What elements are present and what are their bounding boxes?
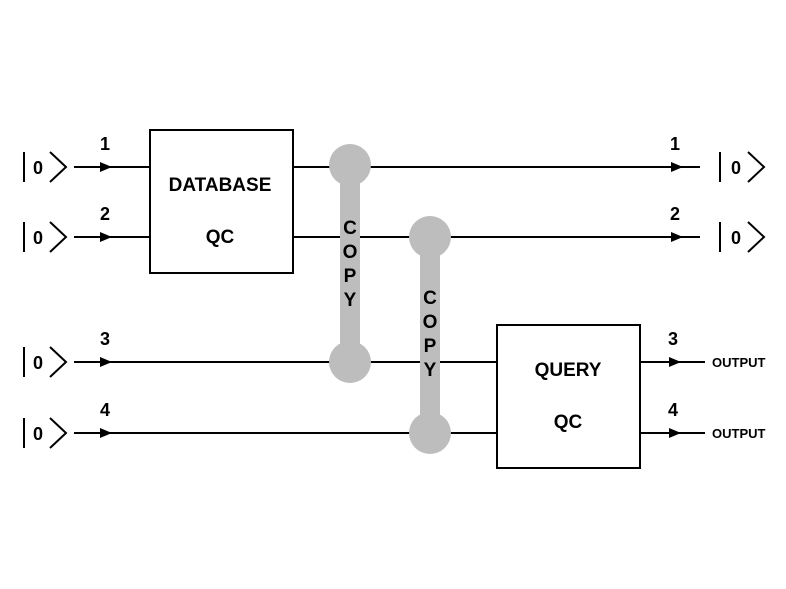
copy-letter: P [424, 336, 437, 357]
ket-zero-label: 0 [33, 424, 43, 444]
query-qc-box: QUERY QC [496, 324, 641, 469]
arrow-icon [100, 232, 112, 242]
query-box-subtitle: QC [554, 412, 583, 433]
wire-input-label: 3 [100, 329, 110, 349]
copy-letter: C [423, 288, 437, 309]
arrow-icon [100, 428, 112, 438]
database-box-subtitle: QC [206, 227, 235, 248]
copy-letter: C [343, 218, 357, 239]
copy-letter: Y [424, 360, 437, 381]
input-ket-4: 0 [23, 417, 68, 449]
copy-letter: O [343, 242, 358, 263]
ket-zero-label: 0 [33, 228, 43, 248]
input-ket-2: 0 [23, 221, 68, 253]
copy-letter: O [423, 312, 438, 333]
copy-letter: Y [344, 290, 357, 311]
wire-output-label: 3 [668, 329, 678, 349]
copy-gate-1: C O P Y [329, 144, 371, 383]
wire-output-label: 1 [670, 134, 680, 154]
output-label: OUTPUT [712, 355, 766, 370]
copy-gate-2: C O P Y [409, 216, 451, 454]
ket-zero-label: 0 [33, 158, 43, 178]
wire-2: 2 2 [74, 204, 700, 242]
ket-zero-label: 0 [731, 158, 741, 178]
wire-input-label: 2 [100, 204, 110, 224]
output-ket-2: 0 [719, 221, 766, 253]
output-ket-1: 0 [719, 151, 766, 183]
output-label: OUTPUT [712, 426, 766, 441]
arrow-icon [671, 232, 683, 242]
ket-zero-label: 0 [731, 228, 741, 248]
arrow-icon [669, 357, 681, 367]
wire-output-label: 2 [670, 204, 680, 224]
wire-output-label: 4 [668, 400, 678, 420]
arrow-icon [100, 357, 112, 367]
arrow-icon [669, 428, 681, 438]
ket-zero-label: 0 [33, 353, 43, 373]
input-ket-3: 0 [23, 346, 68, 378]
input-ket-1: 0 [23, 151, 68, 183]
database-qc-box: DATABASE QC [149, 129, 294, 274]
query-box-title: QUERY [535, 360, 602, 381]
arrow-icon [100, 162, 112, 172]
database-box-title: DATABASE [169, 175, 272, 196]
arrow-icon [671, 162, 683, 172]
copy-letter: P [344, 266, 357, 287]
wire-input-label: 4 [100, 400, 110, 420]
wire-input-label: 1 [100, 134, 110, 154]
